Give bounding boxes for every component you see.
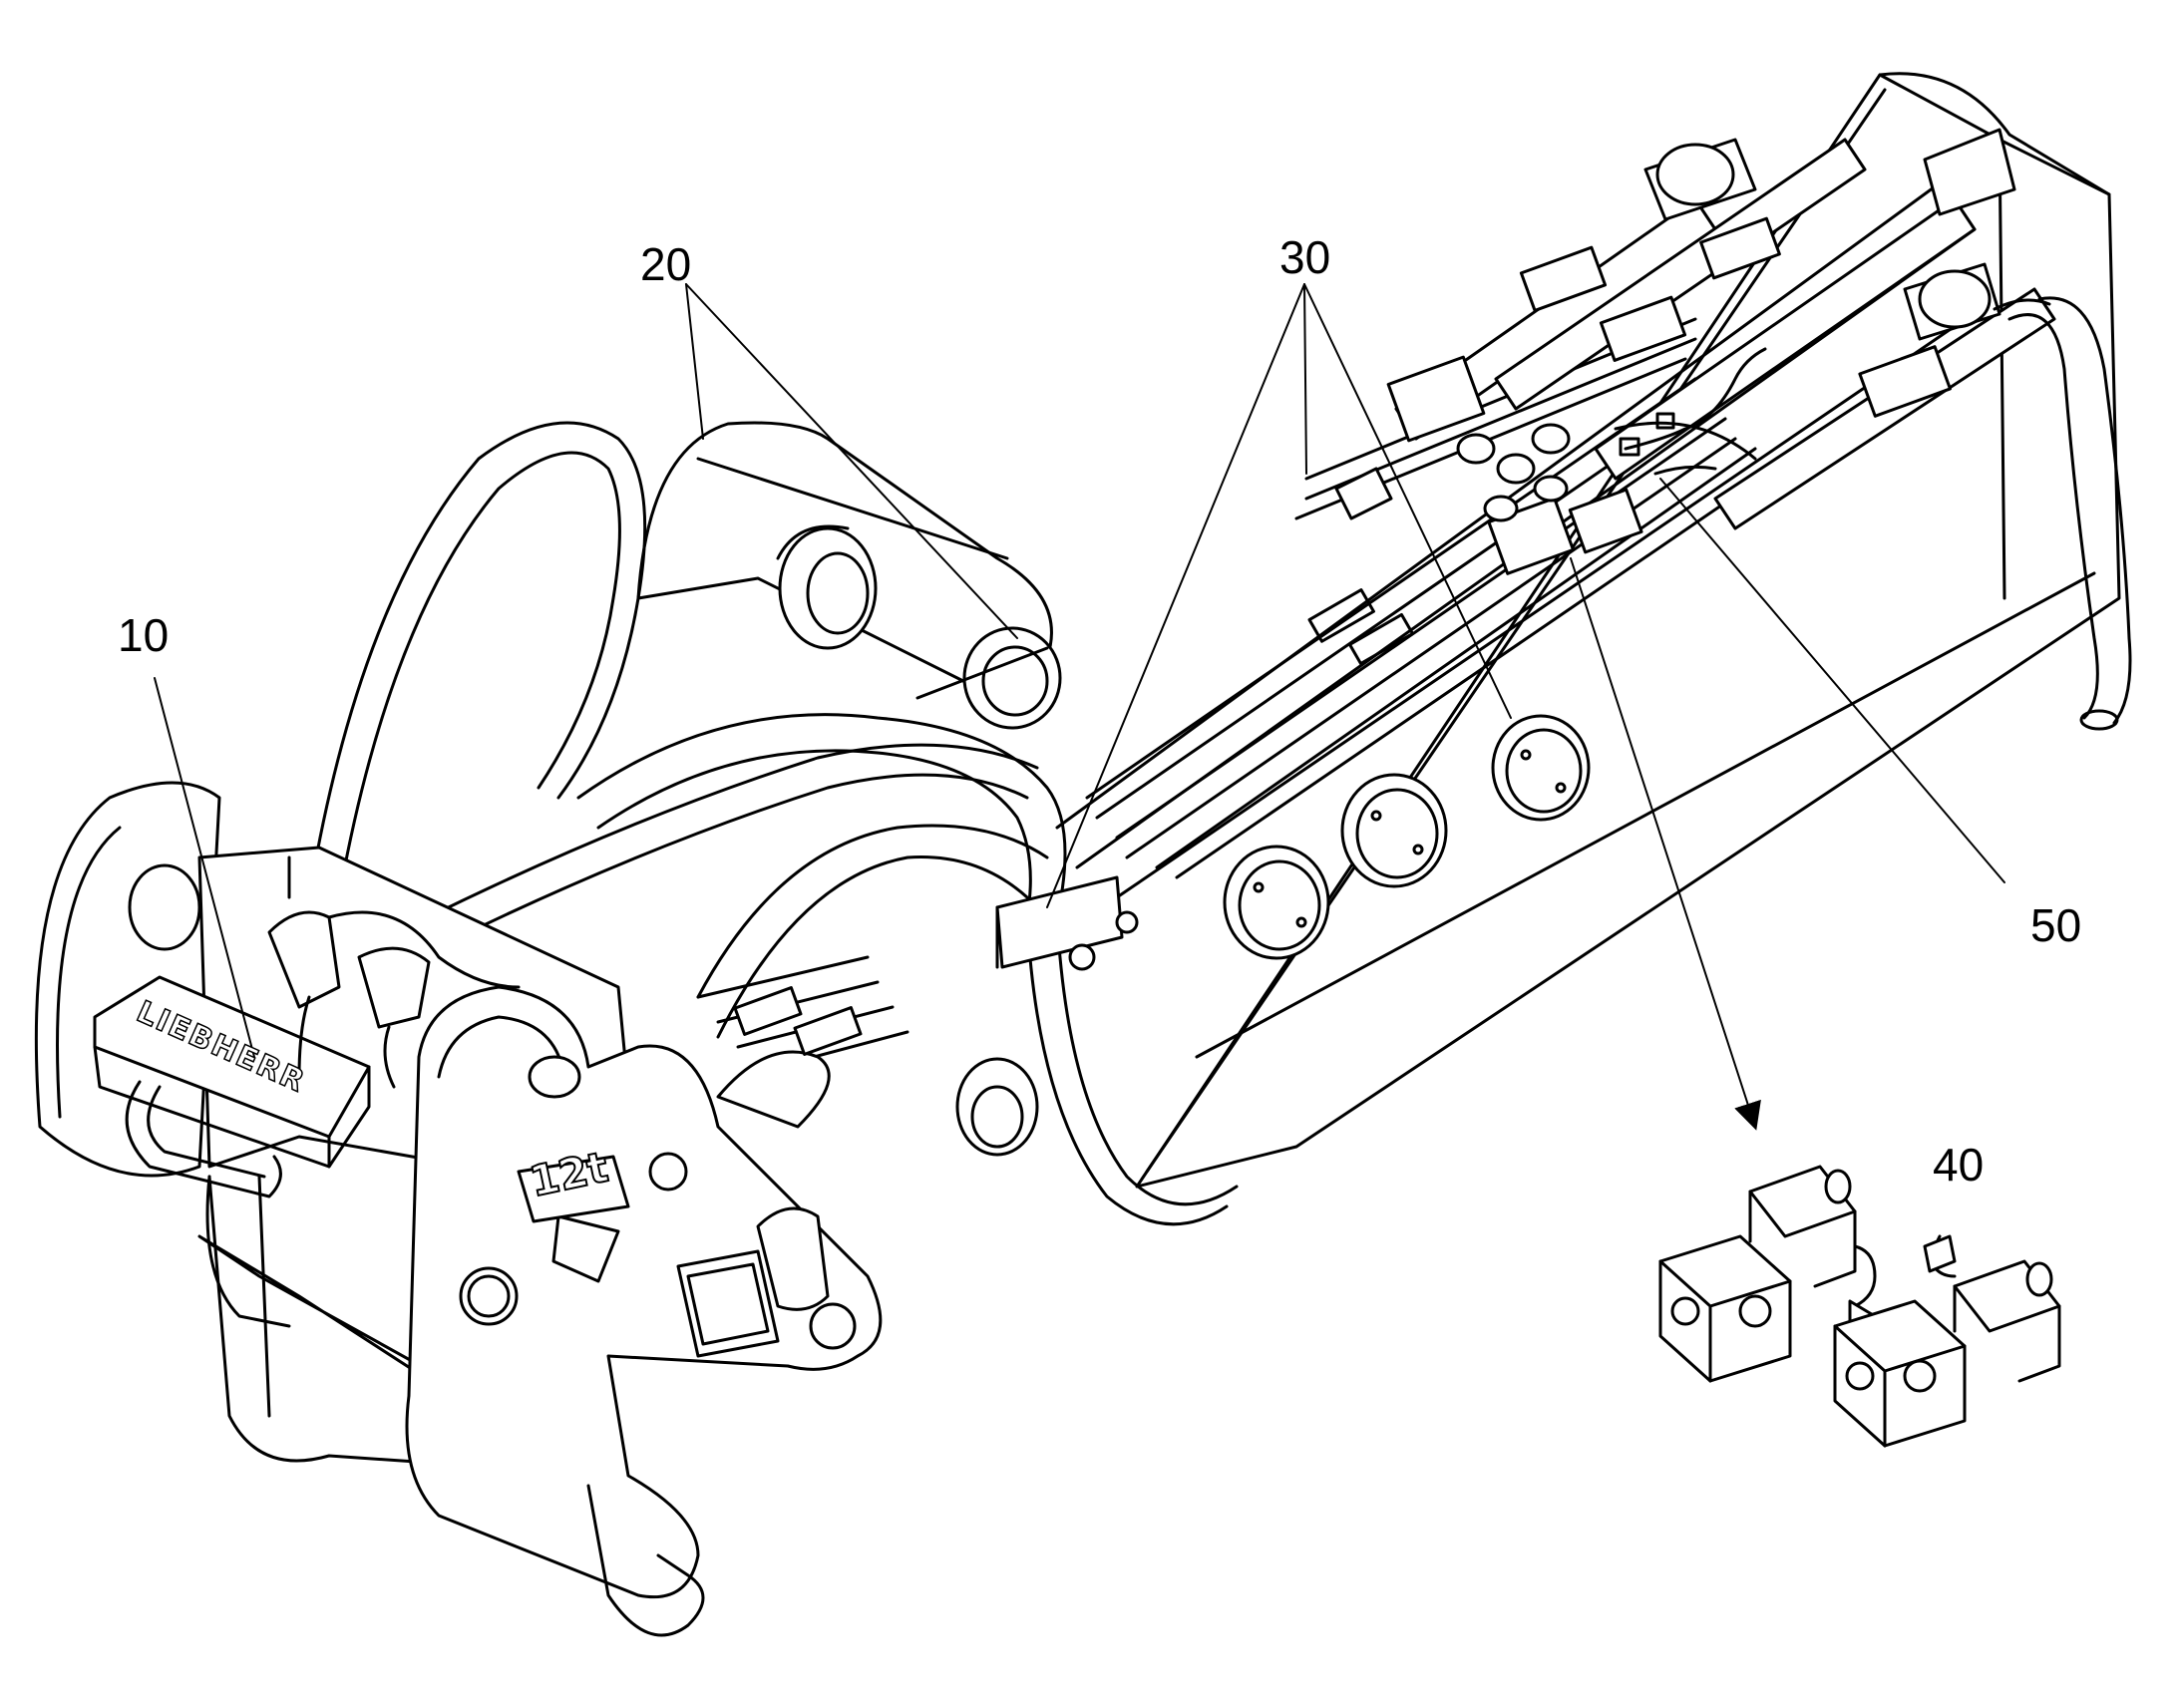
callout-10: 10 [118, 609, 170, 661]
hydraulic-cylinders [1394, 128, 2056, 530]
center-hoses [696, 955, 909, 1129]
callout-40: 40 [1933, 1139, 1985, 1191]
valve-detail-40 [1658, 1165, 2061, 1448]
boom-body [1055, 72, 2121, 1189]
callout-30: 30 [1279, 231, 1331, 283]
callout-leaders [154, 283, 2005, 1131]
callout-50: 50 [2030, 899, 2082, 951]
callout-20: 20 [640, 238, 692, 290]
upper-hose-loop [307, 421, 1067, 919]
valve-block-cluster [1334, 355, 1757, 575]
coupler-hoses [347, 743, 1239, 1226]
right-hose [1993, 296, 2132, 731]
sensor-wire-50 [1619, 347, 1767, 457]
boom-cover-plates [1223, 714, 1591, 960]
linkage-20 [636, 421, 1062, 730]
quick-coupler-10 [34, 781, 883, 1637]
hose-clamp-bracket [955, 875, 1139, 1157]
hydraulic-lines-30 [1085, 317, 1777, 879]
